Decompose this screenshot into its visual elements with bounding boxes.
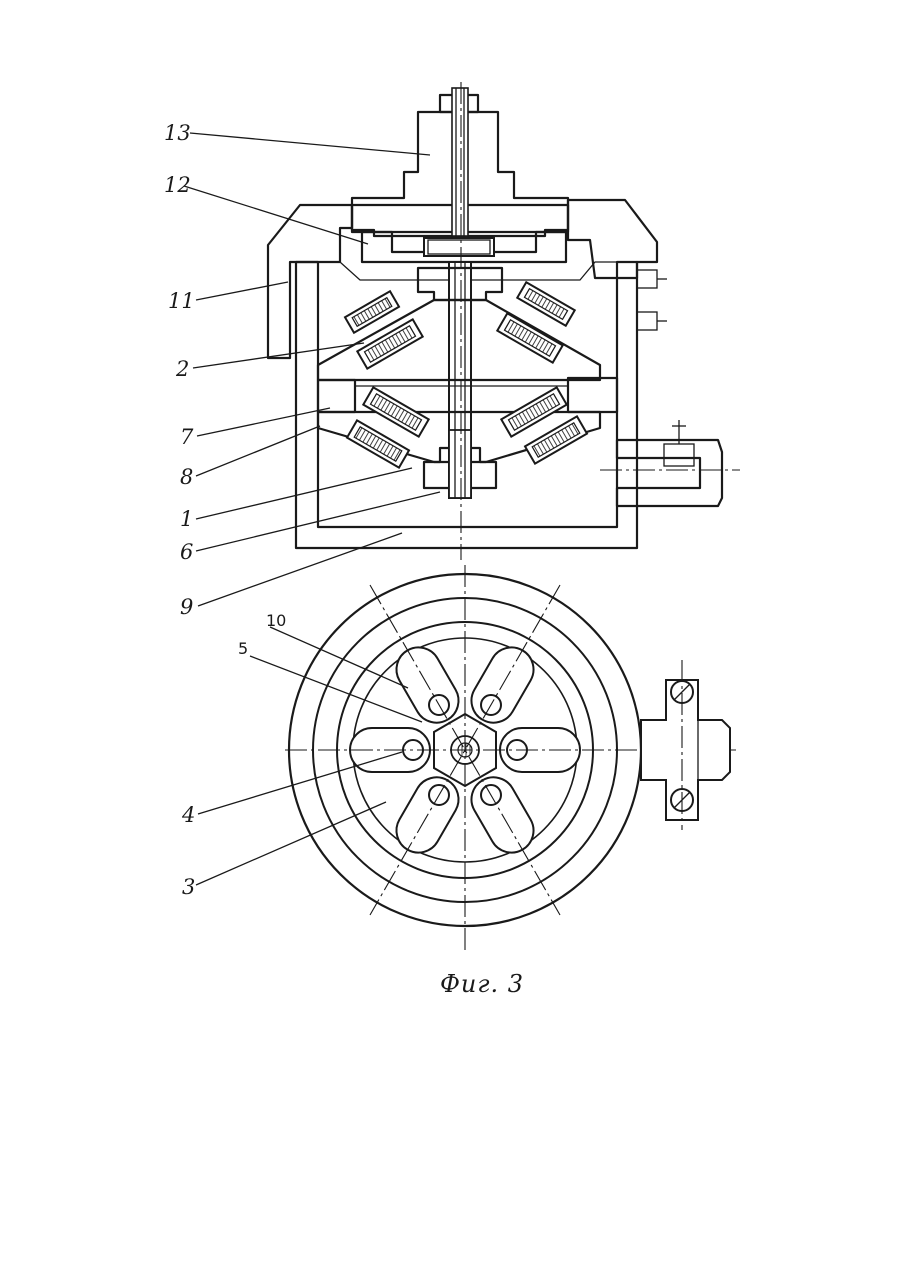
cover-right (568, 200, 657, 278)
callout-10: 10 (266, 611, 286, 630)
figure-caption: Фиг. 3 (440, 970, 524, 998)
callout-13: 13 (164, 121, 191, 145)
callout-2: 2 (175, 357, 189, 381)
nozzle-screw (664, 444, 694, 466)
callout-3: 3 (182, 875, 195, 899)
callout-5: 5 (238, 639, 248, 658)
callout-1: 1 (180, 507, 193, 531)
cover-left (268, 205, 352, 358)
shaft-bore (452, 88, 468, 236)
middle-ring (318, 380, 355, 412)
plan-view (285, 565, 740, 950)
callout-9: 9 (180, 595, 193, 619)
callout-7: 7 (180, 425, 194, 449)
callout-11: 11 (168, 289, 195, 313)
side-fitting-top (637, 270, 657, 288)
shaft-end (449, 430, 471, 498)
side-fitting-bottom (637, 312, 657, 330)
callout-8: 8 (180, 465, 193, 489)
callout-labels: 13 12 11 2 7 8 1 6 9 10 5 4 3 (164, 121, 286, 899)
callout-4: 4 (181, 803, 195, 827)
callout-12: 12 (164, 173, 191, 197)
side-nozzle (617, 440, 722, 506)
middle-ring-right (568, 378, 617, 412)
section-view (268, 82, 740, 560)
callout-6: 6 (180, 540, 193, 564)
